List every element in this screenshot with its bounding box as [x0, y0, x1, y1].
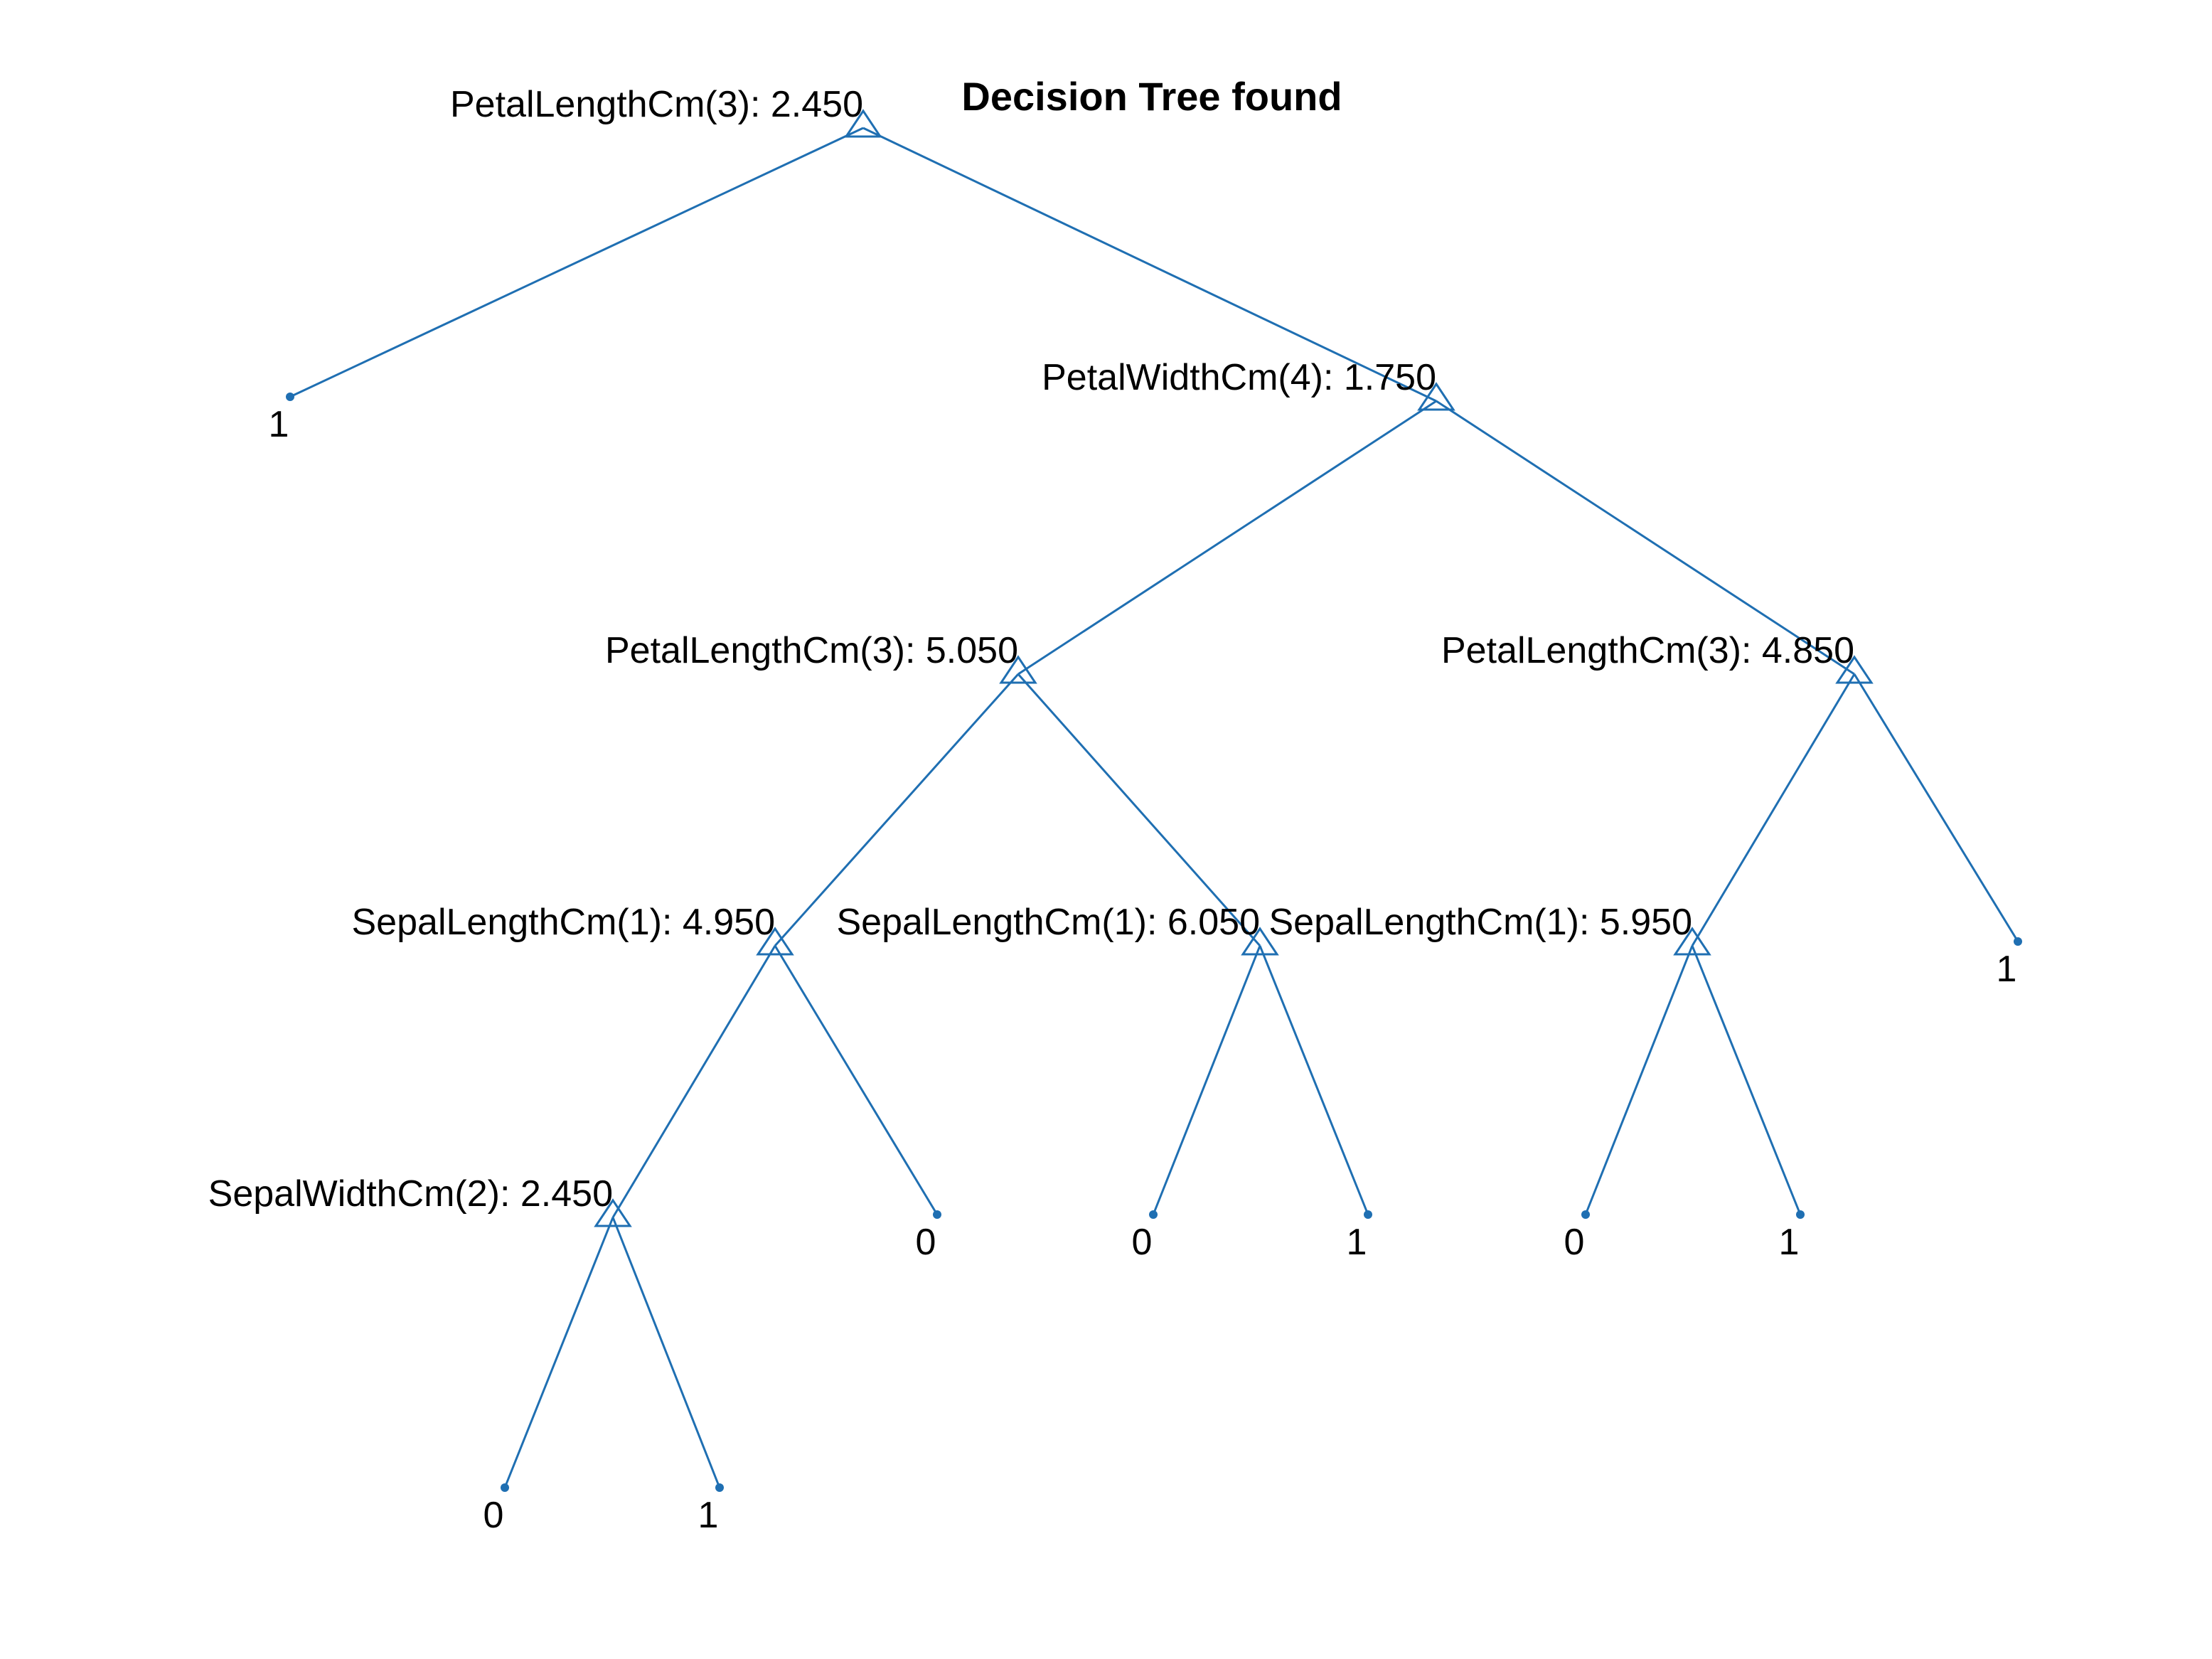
leaf-node-n11: 0 — [916, 1210, 941, 1263]
leaf-dot-marker — [286, 393, 294, 401]
split-condition-label: PetalLengthCm(3): 2.450 — [450, 84, 863, 125]
leaf-node-n15: 1 — [1779, 1210, 1805, 1263]
diagram-title: Decision Tree found — [961, 74, 1342, 119]
nodes-layer: PetalLengthCm(3): 2.450 1 PetalWidthCm(4):… — [208, 84, 2022, 1536]
split-node-n6: SepalLengthCm(1): 4.950 — [352, 902, 794, 956]
split-condition-label: SepalLengthCm(1): 6.050 — [837, 902, 1261, 943]
leaf-dot-marker — [1796, 1210, 1805, 1219]
split-condition-label: SepalWidthCm(2): 2.450 — [208, 1173, 613, 1215]
split-condition-label: PetalLengthCm(3): 4.850 — [1441, 630, 1854, 671]
split-node-n1: PetalLengthCm(3): 2.450 — [450, 84, 882, 138]
leaf-class-label: 1 — [1779, 1222, 1800, 1263]
tree-edge-n6-n10 — [611, 945, 776, 1218]
leaf-class-label: 1 — [1997, 949, 2017, 990]
split-node-n4: PetalLengthCm(3): 5.050 — [605, 630, 1037, 684]
tree-edge-n4-n7 — [1017, 673, 1261, 946]
leaf-node-n9: 1 — [1997, 937, 2022, 990]
tree-edge-n4-n6 — [774, 673, 1020, 947]
leaf-node-n2: 1 — [269, 393, 294, 445]
tree-edge-n10-n17 — [611, 1217, 721, 1488]
tree-edge-n3-n5 — [1436, 400, 1855, 676]
split-node-n8: SepalLengthCm(1): 5.950 — [1269, 902, 1711, 956]
split-triangle-marker — [756, 927, 794, 956]
tree-edge-n7-n12 — [1152, 945, 1261, 1215]
leaf-node-n13: 1 — [1347, 1210, 1372, 1263]
split-condition-label: PetalWidthCm(4): 1.750 — [1042, 357, 1436, 398]
tree-edge-n10-n16 — [503, 1217, 614, 1488]
tree-edge-n5-n8 — [1691, 673, 1856, 946]
leaf-class-label: 1 — [698, 1495, 719, 1536]
split-triangle-marker — [1241, 927, 1279, 956]
leaf-dot-marker — [501, 1483, 509, 1492]
split-triangle-marker — [1835, 655, 1874, 684]
leaf-class-label: 0 — [916, 1222, 936, 1263]
split-triangle-marker — [1417, 382, 1455, 411]
tree-edge-n1-n2 — [289, 127, 864, 398]
split-triangle-marker — [1673, 927, 1711, 956]
tree-edge-n6-n11 — [774, 945, 939, 1215]
split-condition-label: SepalLengthCm(1): 5.950 — [1269, 902, 1693, 943]
leaf-node-n16: 0 — [483, 1483, 509, 1536]
tree-edge-n3-n4 — [1017, 400, 1437, 676]
split-triangle-marker — [594, 1198, 632, 1227]
split-triangle-marker — [999, 655, 1037, 684]
tree-edge-n7-n13 — [1259, 945, 1369, 1215]
leaf-dot-marker — [933, 1210, 941, 1219]
leaf-class-label: 0 — [1564, 1222, 1585, 1263]
leaf-dot-marker — [715, 1483, 724, 1492]
split-node-n5: PetalLengthCm(3): 4.850 — [1441, 630, 1874, 684]
edges-layer — [289, 127, 2019, 1488]
leaf-dot-marker — [1149, 1210, 1158, 1219]
tree-edge-n8-n15 — [1691, 945, 1802, 1215]
leaf-node-n12: 0 — [1132, 1210, 1158, 1263]
leaf-dot-marker — [2014, 937, 2022, 946]
split-node-n7: SepalLengthCm(1): 6.050 — [837, 902, 1279, 956]
leaf-dot-marker — [1581, 1210, 1590, 1219]
leaf-class-label: 0 — [483, 1495, 504, 1536]
split-condition-label: SepalLengthCm(1): 4.950 — [352, 902, 776, 943]
tree-edge-n5-n9 — [1853, 673, 2019, 942]
leaf-dot-marker — [1364, 1210, 1372, 1219]
leaf-node-n17: 1 — [698, 1483, 724, 1536]
split-node-n3: PetalWidthCm(4): 1.750 — [1042, 357, 1455, 411]
leaf-node-n14: 0 — [1564, 1210, 1590, 1263]
tree-edge-n8-n14 — [1584, 945, 1694, 1215]
split-condition-label: PetalLengthCm(3): 5.050 — [605, 630, 1018, 671]
split-node-n10: SepalWidthCm(2): 2.450 — [208, 1173, 632, 1227]
leaf-class-label: 1 — [269, 404, 289, 445]
split-triangle-marker — [844, 109, 882, 138]
tree-edge-n1-n3 — [862, 127, 1437, 402]
leaf-class-label: 1 — [1347, 1222, 1367, 1263]
leaf-class-label: 0 — [1132, 1222, 1153, 1263]
